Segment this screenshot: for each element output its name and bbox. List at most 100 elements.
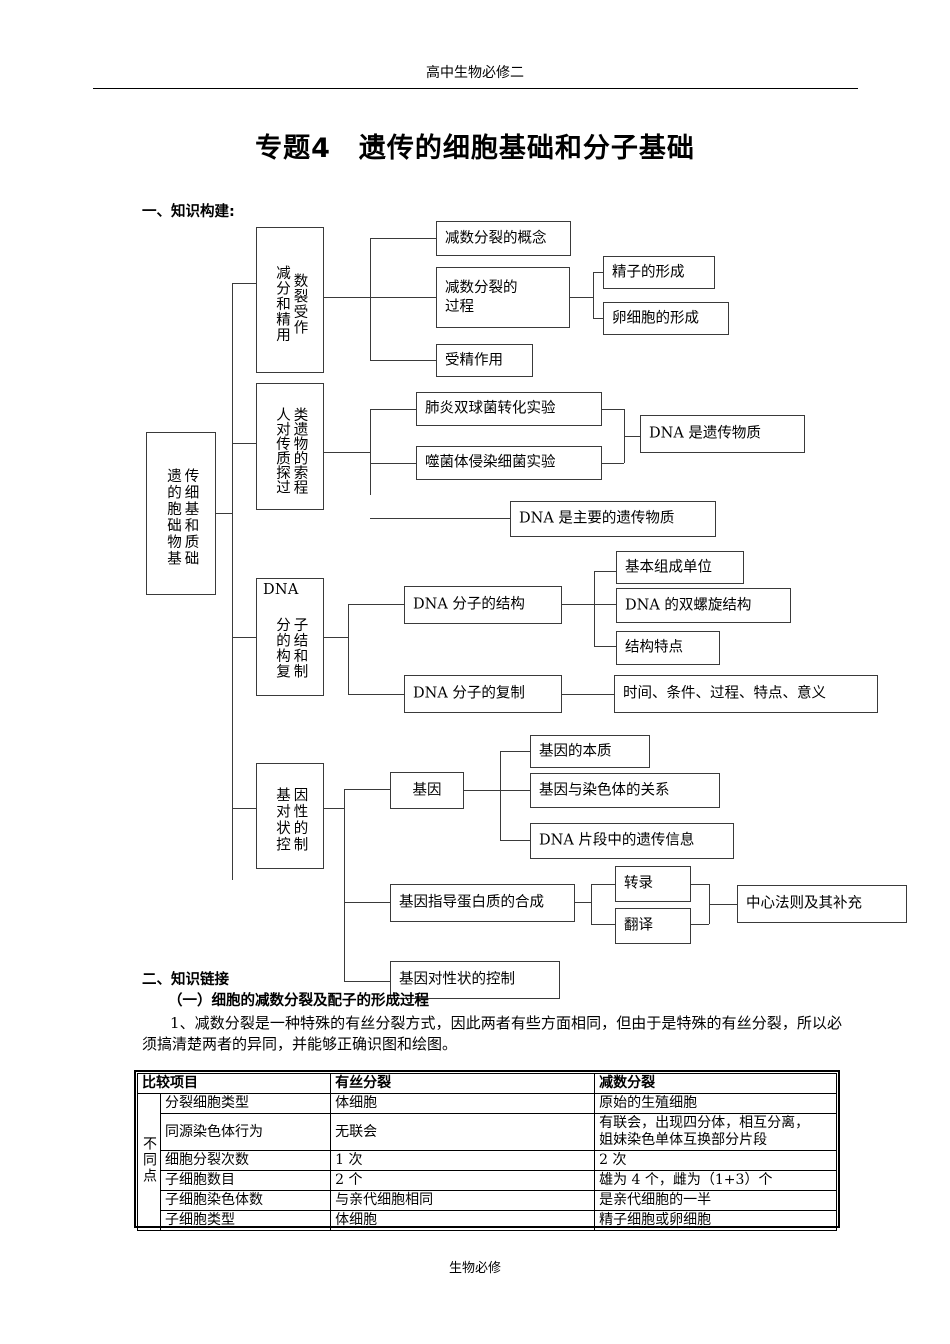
connector-b3-c1: [348, 604, 404, 605]
node-phage-experiment: 噬菌体侵染细菌实验: [416, 446, 602, 480]
branch1-col-right: 数裂受作: [291, 273, 308, 335]
node-phage-label: 噬菌体侵染细菌实验: [425, 454, 556, 471]
td-mitosis: 1 次: [330, 1150, 596, 1171]
connector-b1-out: [324, 297, 370, 298]
connector-b2-c3: [370, 518, 510, 519]
node-gene-essence: 基因的本质: [530, 735, 650, 768]
node-dna-structure-label: DNA 分子的结构: [413, 596, 525, 613]
branch4-col-left: 基对状控: [274, 787, 290, 853]
node-translation: 翻译: [615, 908, 691, 944]
node-translation-label: 翻译: [624, 917, 653, 934]
node-gene-label: 基因: [412, 782, 442, 798]
th-meiosis: 减数分裂: [594, 1073, 837, 1094]
connector-struct-out: [562, 604, 594, 605]
node-central-dogma: 中心法则及其补充: [737, 885, 907, 923]
connector-b1-c2: [370, 297, 436, 298]
node-structure-features: 结构特点: [616, 631, 720, 665]
node-fertilization: 受精作用: [436, 344, 533, 377]
connector-b3-out: [324, 637, 348, 638]
page-header: 高中生物必修二: [426, 65, 524, 81]
connector-b4-c3: [344, 981, 390, 982]
node-gene-essence-label: 基因的本质: [539, 743, 612, 759]
node-egg-formation: 卵细胞的形成: [603, 302, 729, 335]
table-row: 不同点 分裂细胞类型 体细胞 原始的生殖细胞: [137, 1093, 837, 1231]
node-egg-formation-label: 卵细胞的形成: [612, 310, 699, 326]
td-meiosis: 原始的生殖细胞: [594, 1093, 837, 1114]
subsection-heading-meiosis-gamete: （一）细胞的减数分裂及配子的形成过程: [168, 993, 429, 1009]
branch-box-dna-structure-replication: DNA 子结和制 分的构复: [256, 578, 324, 696]
connector-struct-c2: [594, 604, 616, 605]
td-mitosis: 2 个: [330, 1170, 596, 1191]
td-item: 子细胞类型: [159, 1210, 332, 1231]
node-fertilization-label: 受精作用: [445, 352, 503, 368]
connector-b1-c1: [370, 238, 436, 239]
connector-psyn-c1: [591, 884, 615, 885]
td-mitosis: 体细胞: [330, 1093, 596, 1114]
connector-gene-out: [464, 790, 500, 791]
table-body: 比较项目 有丝分裂 减数分裂 不同点 分裂细胞类型 体细胞 原始的生殖细胞 同源…: [136, 1073, 837, 1231]
connector-b1-fan: [370, 238, 371, 360]
connector-gene-c2: [500, 790, 530, 791]
branch2-col-left: 人对传质探过: [274, 407, 290, 494]
node-gene-control-trait-label: 基因对性状的控制: [399, 971, 515, 988]
node-dna-main-genetic-material: DNA 是主要的遗传物质: [510, 501, 716, 537]
connector-trans-merge-b: [691, 924, 709, 925]
node-dna-is-genetic-label: DNA 是遗传物质: [649, 425, 761, 442]
connector-trans-merge-a: [691, 884, 709, 885]
td-meiosis: 精子细胞或卵细胞: [594, 1210, 837, 1231]
td-meiosis: 2 次: [594, 1150, 837, 1171]
connector-b4-c1: [344, 789, 390, 790]
knowledge-flowchart: 传细基和质础 遗的胞础物基 数裂受作 减分和精用 减数分裂的概念 减: [146, 221, 907, 999]
node-dna-replication-label: DNA 分子的复制: [413, 685, 525, 702]
connector-b3-c2: [348, 694, 404, 695]
connector-b4-c2: [344, 902, 390, 903]
connector-b2-c2: [370, 463, 416, 464]
comparison-table: 比较项目 有丝分裂 减数分裂 不同点 分裂细胞类型 体细胞 原始的生殖细胞 同源…: [136, 1073, 837, 1231]
connector-spine: [232, 283, 233, 880]
node-meiosis-process-label: 减数分裂的 过程: [445, 279, 518, 315]
connector-b2-out: [324, 452, 370, 453]
node-replication-details-label: 时间、条件、过程、特点、意义: [623, 685, 826, 702]
connector-process-out: [570, 297, 593, 298]
td-mitosis: 与亲代细胞相同: [330, 1190, 596, 1211]
node-dna-is-genetic-material: DNA 是遗传物质: [640, 415, 805, 453]
node-central-dogma-label: 中心法则及其补充: [746, 895, 862, 912]
header-rule: [93, 88, 858, 89]
table-row: 子细胞类型 体细胞 精子细胞或卵细胞: [138, 1210, 837, 1231]
th-item: 比较项目: [136, 1073, 332, 1094]
page-title: 专题4 遗传的细胞基础和分子基础: [255, 133, 695, 164]
td-item: 子细胞染色体数: [159, 1190, 332, 1211]
branch-box-gene-trait-control: 因性的制 基对状控: [256, 763, 324, 869]
node-sperm-formation-label: 精子的形成: [612, 264, 685, 280]
node-gene-control-trait: 基因对性状的控制: [390, 961, 560, 999]
connector-trans-merge-out: [709, 904, 737, 905]
table-row: 子细胞数目 2 个 雄为 4 个，雌为（1+3）个: [138, 1170, 837, 1191]
node-replication-details: 时间、条件、过程、特点、意义: [614, 675, 878, 713]
connector-gene-fan: [500, 751, 501, 840]
group-label-text: 不同点: [141, 1135, 157, 1184]
node-protein-synthesis: 基因指导蛋白质的合成: [390, 884, 575, 922]
node-transcription: 转录: [615, 866, 691, 902]
connector-struct-c3: [594, 646, 616, 647]
connector-exp-merge-out: [624, 436, 640, 437]
node-dna-fragment-info-label: DNA 片段中的遗传信息: [539, 832, 695, 849]
branch3-col-right: 子结和制: [291, 617, 308, 679]
section-heading-knowledge-construction: 一、知识构建:: [142, 204, 235, 220]
branch3-col-left: 分的构复: [274, 617, 290, 679]
node-basic-unit-label: 基本组成单位: [625, 559, 712, 575]
node-pneumococcus-experiment: 肺炎双球菌转化实验: [416, 392, 602, 426]
connector-spine-b4: [232, 808, 256, 809]
td-mitosis: 体细胞: [330, 1210, 596, 1231]
node-gene-chromosome-relation: 基因与染色体的关系: [530, 773, 720, 808]
node-meiosis-concept: 减数分裂的概念: [436, 221, 571, 256]
table-row: 同源染色体行为 无联会 有联会，出现四分体，相互分离， 姐妹染色单体互换部分片段: [138, 1113, 837, 1151]
connector-gene-c1: [500, 751, 530, 752]
td-item: 细胞分裂次数: [159, 1150, 332, 1171]
branch3-prefix: DNA: [263, 582, 299, 598]
node-gene: 基因: [390, 772, 464, 809]
root-col-right: 传细基和质础: [182, 468, 199, 567]
connector-spine-b2: [232, 443, 256, 444]
section-heading-knowledge-link: 二、知识链接: [142, 972, 229, 988]
th-mitosis: 有丝分裂: [330, 1073, 596, 1094]
